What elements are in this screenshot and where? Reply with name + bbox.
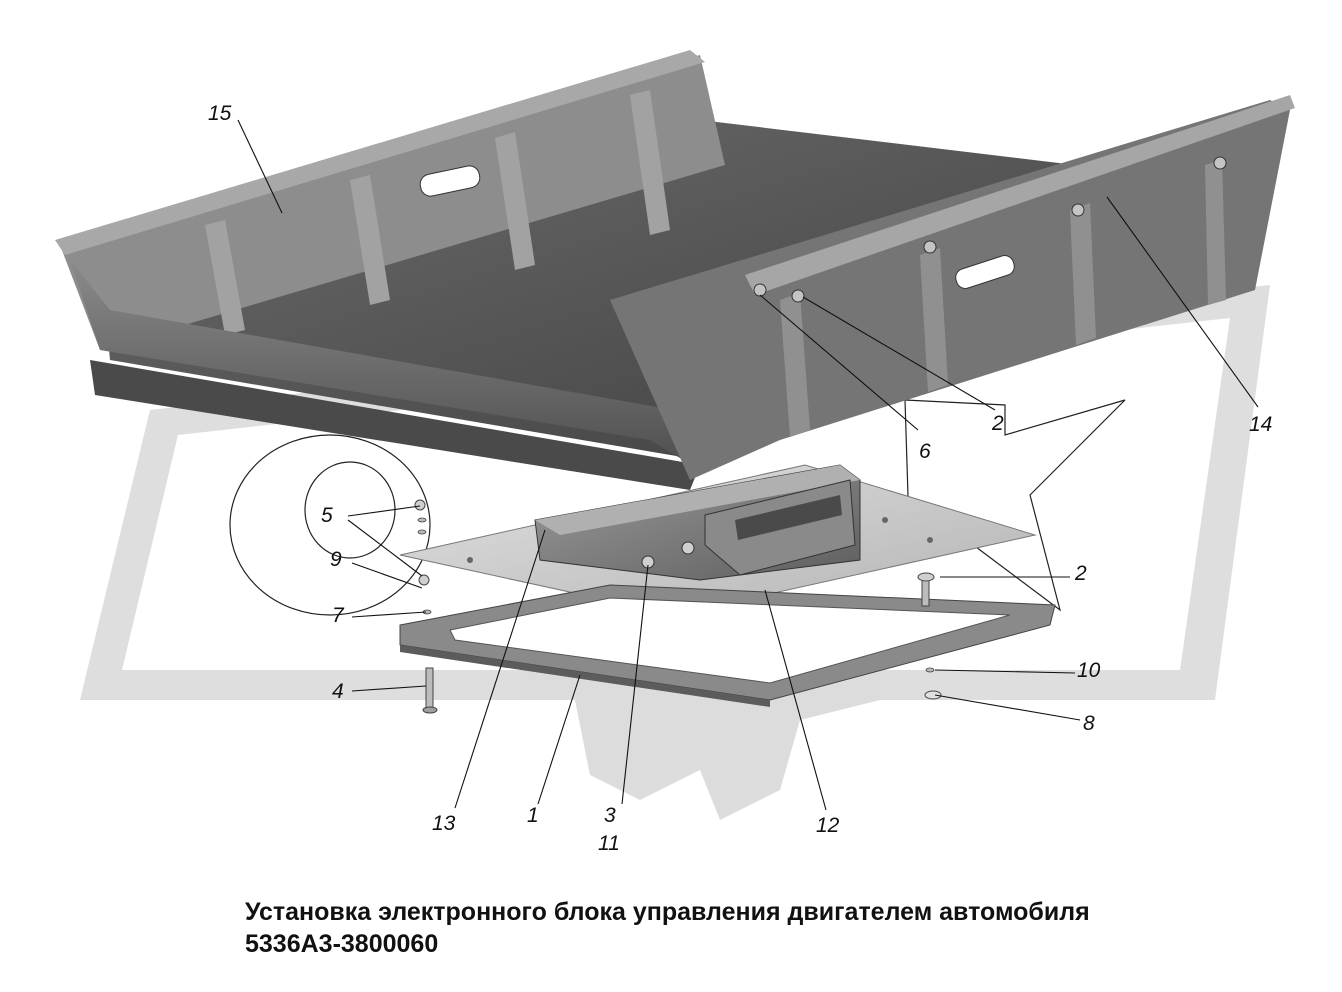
bolt-shank-icon <box>425 667 434 709</box>
tray-handle-slot <box>419 165 481 197</box>
callout-10: 10 <box>1077 659 1101 682</box>
plate-hole <box>882 517 888 523</box>
leader-7 <box>351 611 427 618</box>
tray-side-flange <box>745 95 1295 295</box>
leader-lines <box>237 119 1259 811</box>
tray-front-wall <box>70 260 730 470</box>
leader-1 <box>537 674 581 805</box>
washer-icon <box>924 690 942 700</box>
tray-rib-1 <box>205 220 245 335</box>
leader-8 <box>934 694 1081 721</box>
leader-6 <box>759 294 919 431</box>
callout-2-lower: 2 <box>1074 562 1087 585</box>
tray-back-flange <box>55 50 705 255</box>
callout-13: 13 <box>432 812 456 835</box>
callout-3: 3 <box>604 804 616 827</box>
tray-side-rib-1 <box>780 293 810 437</box>
leader-13 <box>454 529 546 809</box>
bolt-icon <box>791 289 805 303</box>
leader-4 <box>351 685 427 692</box>
tray-side-handle-slot <box>955 255 1015 289</box>
engine-control-unit <box>534 464 861 581</box>
tray-side-wall <box>610 100 1290 480</box>
callout-6: 6 <box>919 440 931 463</box>
bolt-head-icon <box>917 572 935 582</box>
callout-7: 7 <box>332 604 345 627</box>
bolt-icon <box>1213 156 1227 170</box>
leader-12 <box>764 589 827 811</box>
washer-icon <box>417 517 427 523</box>
bolt-shank-icon <box>921 577 930 607</box>
battery-tray <box>55 50 1295 490</box>
washer-icon <box>925 667 935 673</box>
tray-rib-4 <box>630 90 670 235</box>
bolt-icon <box>1071 203 1085 217</box>
leader-2a <box>802 296 996 411</box>
figure-caption: Установка электронного блока управления … <box>245 896 1305 960</box>
tray-bottom-edge <box>90 360 700 490</box>
callout-15: 15 <box>208 102 232 125</box>
washer-icon <box>417 529 427 535</box>
caption-part-number: 5336А3-3800060 <box>245 930 439 958</box>
frame-opening <box>449 597 1011 684</box>
callout-8: 8 <box>1083 712 1095 735</box>
watermark-ring-outer <box>229 434 431 616</box>
callout-9: 9 <box>330 548 342 571</box>
callout-2-upper: 2 <box>991 412 1004 435</box>
leader-5a <box>347 505 421 517</box>
fasteners <box>414 499 942 714</box>
callout-11: 11 <box>598 832 620 855</box>
leader-3 <box>621 564 649 805</box>
tray-rib-2 <box>350 175 390 305</box>
frame-edge <box>400 645 770 707</box>
nut-icon <box>414 499 426 511</box>
tray-side-rib-3 <box>1070 203 1096 345</box>
mounting-frame <box>399 584 1056 707</box>
callout-1: 1 <box>527 804 539 827</box>
leader-10 <box>934 669 1076 674</box>
callout-14: 14 <box>1249 413 1272 436</box>
bolt-icon <box>753 283 767 297</box>
callout-5: 5 <box>321 504 333 527</box>
leader-15 <box>237 119 283 214</box>
tray-side-rib-2 <box>920 248 948 392</box>
plate-hole <box>927 537 933 543</box>
callout-4: 4 <box>332 680 344 703</box>
leader-9 <box>351 562 423 589</box>
ecu-top <box>535 465 860 535</box>
tray-rib-3 <box>495 132 535 270</box>
bolt-head-icon <box>422 706 438 714</box>
callout-12: 12 <box>816 814 840 837</box>
bolt-icon <box>923 240 937 254</box>
callout-labels: 15 14 2 6 2 5 9 7 4 10 8 13 1 3 11 12 <box>208 102 1272 855</box>
plate-hole <box>467 557 473 563</box>
leader-14 <box>1106 196 1259 408</box>
caption-title: Установка электронного блока управления … <box>245 898 1090 926</box>
ecu-connector-pins <box>735 495 842 540</box>
nut-icon <box>418 574 430 586</box>
leader-5b <box>347 519 423 577</box>
bolt-icon <box>681 541 695 555</box>
tray-side-rib-4 <box>1205 160 1226 305</box>
